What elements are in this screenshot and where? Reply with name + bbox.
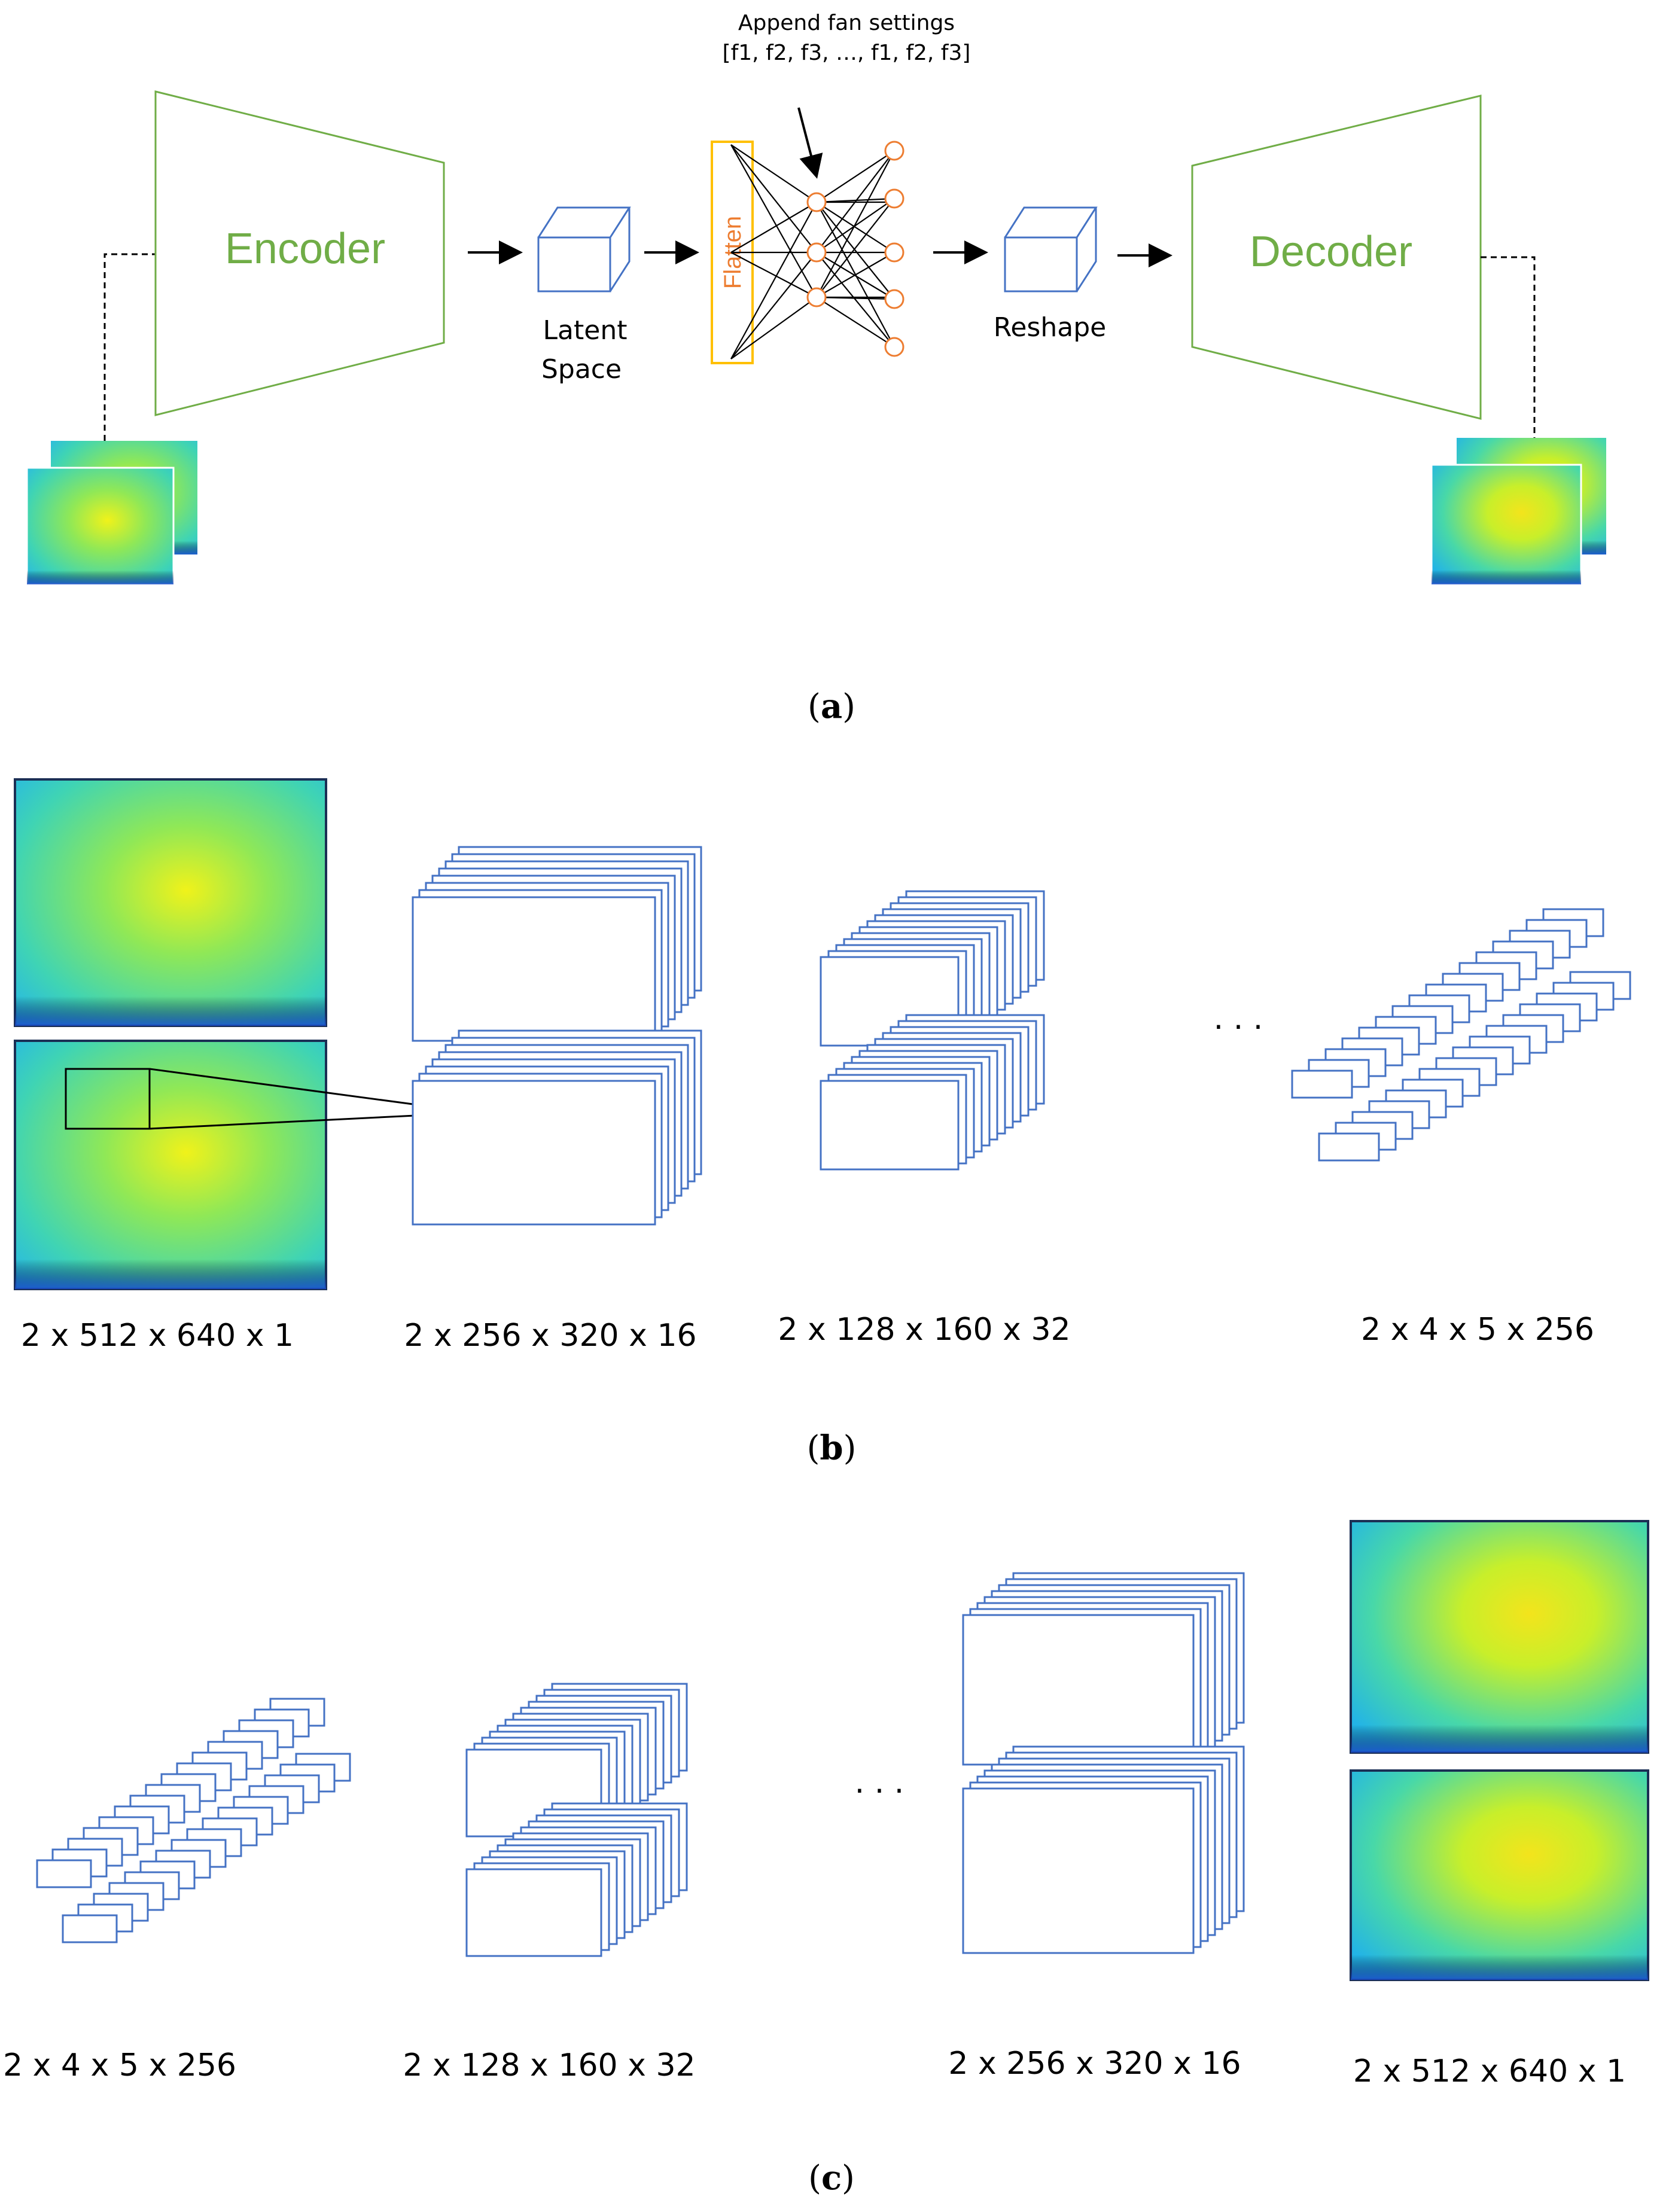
dim-label-c-2: 2 x 128 x 160 x 32 <box>403 2048 695 2083</box>
dim-label-b-3: 2 x 128 x 160 x 32 <box>778 1312 1070 1348</box>
caption-b: (b) <box>807 1428 857 1468</box>
connection <box>730 297 817 359</box>
connection <box>816 150 895 203</box>
fan-settings-vector: [f1, f2, f3, …, f1, f2, f3] <box>723 41 971 65</box>
output-dashed-connector <box>1481 256 1536 438</box>
encoder-trapezoid <box>154 90 445 416</box>
neuron <box>884 289 904 309</box>
connection <box>816 198 895 253</box>
connection <box>730 252 817 298</box>
connection <box>730 202 817 253</box>
neuron <box>884 188 904 209</box>
connection <box>816 252 895 348</box>
connection <box>816 150 895 298</box>
feature-maps-4x5x256 <box>36 1698 351 1943</box>
connection <box>816 252 895 300</box>
feature-map <box>962 1787 1195 1954</box>
ellipsis-c: · · · <box>855 1774 904 1809</box>
ellipsis-b: · · · <box>1214 1010 1263 1046</box>
input-heatmap-bottom <box>14 1040 327 1290</box>
input-heatmap-stack <box>26 441 197 586</box>
connection <box>730 144 817 298</box>
input-heatmap-top <box>14 778 327 1027</box>
feature-maps-128x160x32 <box>820 890 1045 1171</box>
feature-maps-4x5x256 <box>1291 908 1631 1162</box>
decoder-label: Decoder <box>1250 228 1412 276</box>
reshape-cube <box>1004 206 1098 293</box>
dense-layer-connections <box>730 144 895 359</box>
feature-map <box>412 896 656 1042</box>
connection <box>730 202 817 359</box>
neuron <box>884 141 904 161</box>
feature-map <box>465 1868 602 1957</box>
connection <box>816 202 895 300</box>
feature-map <box>36 1859 92 1888</box>
panel-c: · · · 2 x 4 x 5 x 256 2 x 128 x 160 x 32… <box>3 1520 1649 2198</box>
feature-map <box>962 1614 1195 1766</box>
feature-map <box>1291 1070 1353 1099</box>
neuron <box>806 287 827 307</box>
output-heatmap-top <box>1350 1520 1649 1754</box>
latent-label-line1: Latent <box>543 315 628 346</box>
dim-label-c-4: 2 x 512 x 640 x 1 <box>1353 2053 1626 2089</box>
connection <box>816 202 895 253</box>
caption-a: (a) <box>808 687 855 726</box>
dim-label-c-3: 2 x 256 x 320 x 16 <box>948 2046 1241 2082</box>
feature-maps-256x320x16 <box>412 846 702 1226</box>
connection <box>730 144 817 203</box>
output-heatmap-bottom <box>1350 1769 1649 1981</box>
caption-c: (c) <box>808 2158 855 2198</box>
dim-label-b-2: 2 x 256 x 320 x 16 <box>404 1318 696 1354</box>
append-arrow <box>797 107 823 179</box>
feature-map <box>820 1080 960 1171</box>
connection <box>730 252 817 359</box>
feature-maps-256x320x16 <box>962 1572 1245 1954</box>
panel-a: Encoder Latent Space Flatten Append fan … <box>26 11 1606 726</box>
encoder-label: Encoder <box>225 225 385 273</box>
decoder-trapezoid <box>1191 95 1482 420</box>
latent-space-cube <box>537 206 631 293</box>
neuron <box>806 242 827 263</box>
output-heatmap-stack <box>1430 438 1606 586</box>
dim-label-b-1: 2 x 512 x 640 x 1 <box>21 1318 294 1354</box>
connection <box>730 144 817 253</box>
dense-layer-neurons <box>806 141 904 357</box>
input-dashed-connector <box>103 253 156 441</box>
reshape-label: Reshape <box>994 312 1106 343</box>
append-fan-settings-label: Append fan settings <box>738 11 955 35</box>
neuron <box>806 192 827 212</box>
feature-map <box>62 1914 118 1943</box>
feature-maps-128x160x32 <box>465 1683 688 1957</box>
feature-map <box>412 1080 656 1226</box>
connection <box>816 252 895 298</box>
dim-label-b-4: 2 x 4 x 5 x 256 <box>1361 1312 1594 1348</box>
connection <box>816 198 895 298</box>
dim-label-c-1: 2 x 4 x 5 x 256 <box>3 2048 236 2083</box>
feature-map <box>1318 1132 1380 1162</box>
neuron <box>884 242 904 263</box>
neuron <box>884 337 904 357</box>
connection <box>816 297 895 348</box>
latent-label-line2: Space <box>541 354 622 385</box>
panel-b: · · · 2 x 512 x 640 x 1 2 x 256 x 320 x … <box>14 778 1631 1468</box>
